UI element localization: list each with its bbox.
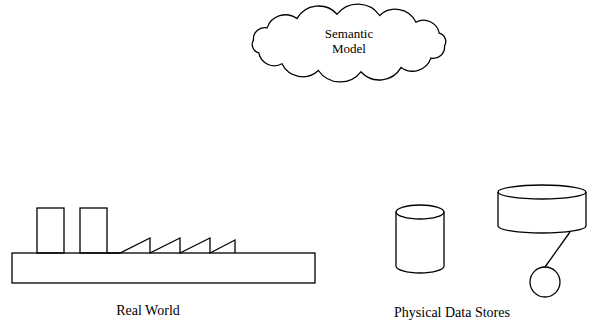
cloud-node: Semantic Model (243, 5, 455, 81)
disk-cylinder (498, 192, 586, 233)
tape-reel (530, 267, 560, 297)
cloud-text: Semantic Model (309, 26, 389, 56)
disk-top (396, 205, 444, 219)
tape-line (545, 232, 570, 267)
ground-slab (12, 253, 315, 283)
caption-label: Real World (116, 303, 180, 319)
caption-label: Physical Data Stores (394, 305, 510, 321)
factory-roof (107, 238, 235, 253)
building (80, 208, 107, 253)
disk-cylinder (396, 212, 444, 273)
disk-top (498, 185, 586, 199)
building (37, 208, 64, 253)
cloud-shape (252, 4, 445, 82)
